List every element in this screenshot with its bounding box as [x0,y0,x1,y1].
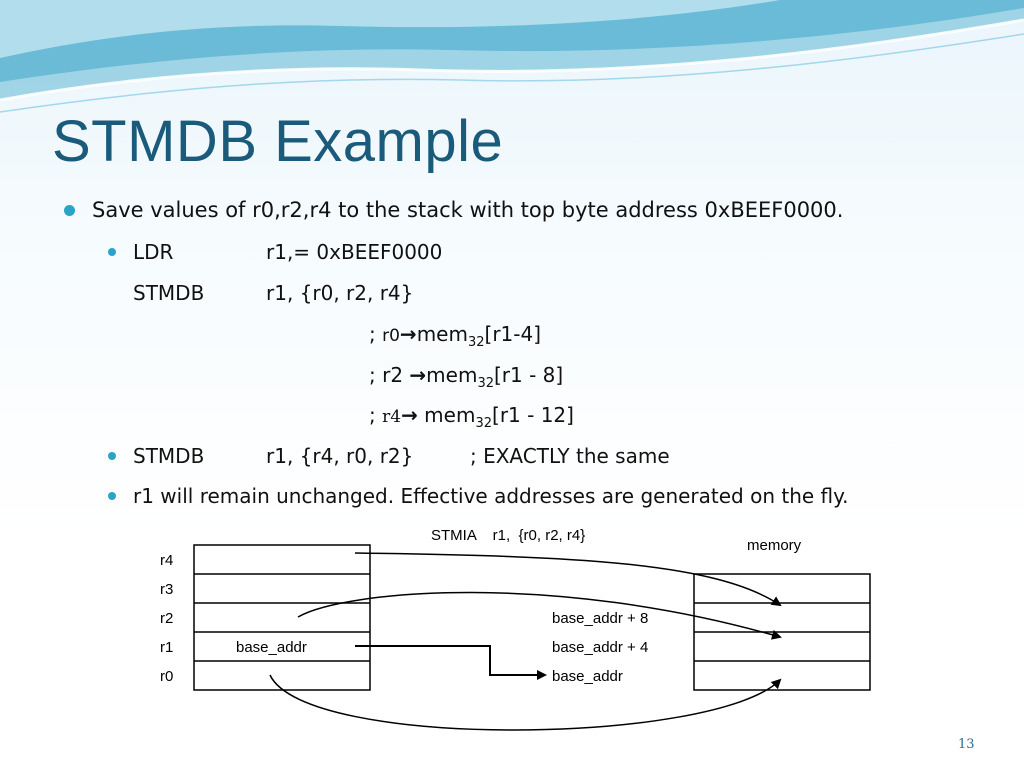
slide-title: STMDB Example [52,109,504,174]
comment-subscript: 32 [467,335,485,350]
comment-address: [r1 - 12] [492,403,574,427]
comment-register: r4 [382,407,402,427]
stmdb-op: STMDB [133,281,205,305]
comment-subscript: 32 [475,416,493,431]
header-wave-decoration [0,0,1024,113]
arrow-r4-to-mem [354,552,782,607]
comment-prefix: ; [369,322,383,346]
comment-mem: mem [417,403,476,427]
comment-subscript: 32 [477,376,494,391]
right-arrow-icon: → [409,363,427,387]
comment-mem: mem [416,322,468,346]
page-number: 13 [958,737,975,752]
register-label: r1 [160,639,173,656]
comment-register: r0 [382,326,400,346]
register-label: r2 [160,610,173,627]
bullet-level2 [108,452,116,460]
register-label: r0 [160,668,173,685]
stmdb2-comment: ; EXACTLY the same [470,444,670,468]
comment-prefix: ; [369,403,383,427]
memory-block: base_addr + 8 base_addr + 4 base_addr [552,573,871,691]
memory-label: memory [747,537,802,554]
comment-address: [r1 - 8] [494,363,564,387]
address-label: base_addr [552,668,623,685]
address-label: base_addr + 8 [552,610,648,627]
comment-address: [r1-4] [484,322,542,346]
register-label: r4 [160,552,173,569]
stmdb2-args: r1, {r4, r0, r2} [266,444,414,468]
bullet-level2 [108,248,116,256]
arrow-r2-to-mem [297,591,782,640]
ldr-args: r1,= 0xBEEF0000 [266,240,443,264]
stmdb-args: r1, {r0, r2, r4} [266,281,414,305]
stmdb2-op: STMDB [133,444,205,468]
right-arrow-icon: → [401,403,418,427]
bullet-level1 [64,205,75,216]
note-text: r1 will remain unchanged. Effective addr… [133,484,849,508]
arrow-base-addr [355,645,547,680]
comment-r2: ; r2 →mem32[r1 - 8] [369,363,564,391]
comment-r0: ; r0→mem32[r1-4] [369,322,542,350]
main-bullet-text: Save values of r0,r2,r4 to the stack wit… [92,198,844,222]
right-arrow-icon: → [399,322,417,346]
address-label: base_addr + 4 [552,639,648,656]
r1-content: base_addr [236,639,307,656]
comment-r4: ; r4→ mem32[r1 - 12] [369,403,574,431]
stmia-diagram: STMIA r1, {r0, r2, r4} memory r4 r3 r2 r… [155,520,887,735]
register-label: r3 [160,581,173,598]
ldr-op: LDR [133,240,174,264]
bullet-level2 [108,492,116,500]
register-file: r4 r3 r2 r1 r0 base_addr [160,544,371,691]
diagram-instruction: STMIA r1, {r0, r2, r4} [431,527,585,544]
comment-prefix: ; r2 [369,363,410,387]
arrow-r0-to-mem [269,674,782,731]
diagram-background [155,520,887,735]
comment-mem: mem [426,363,478,387]
